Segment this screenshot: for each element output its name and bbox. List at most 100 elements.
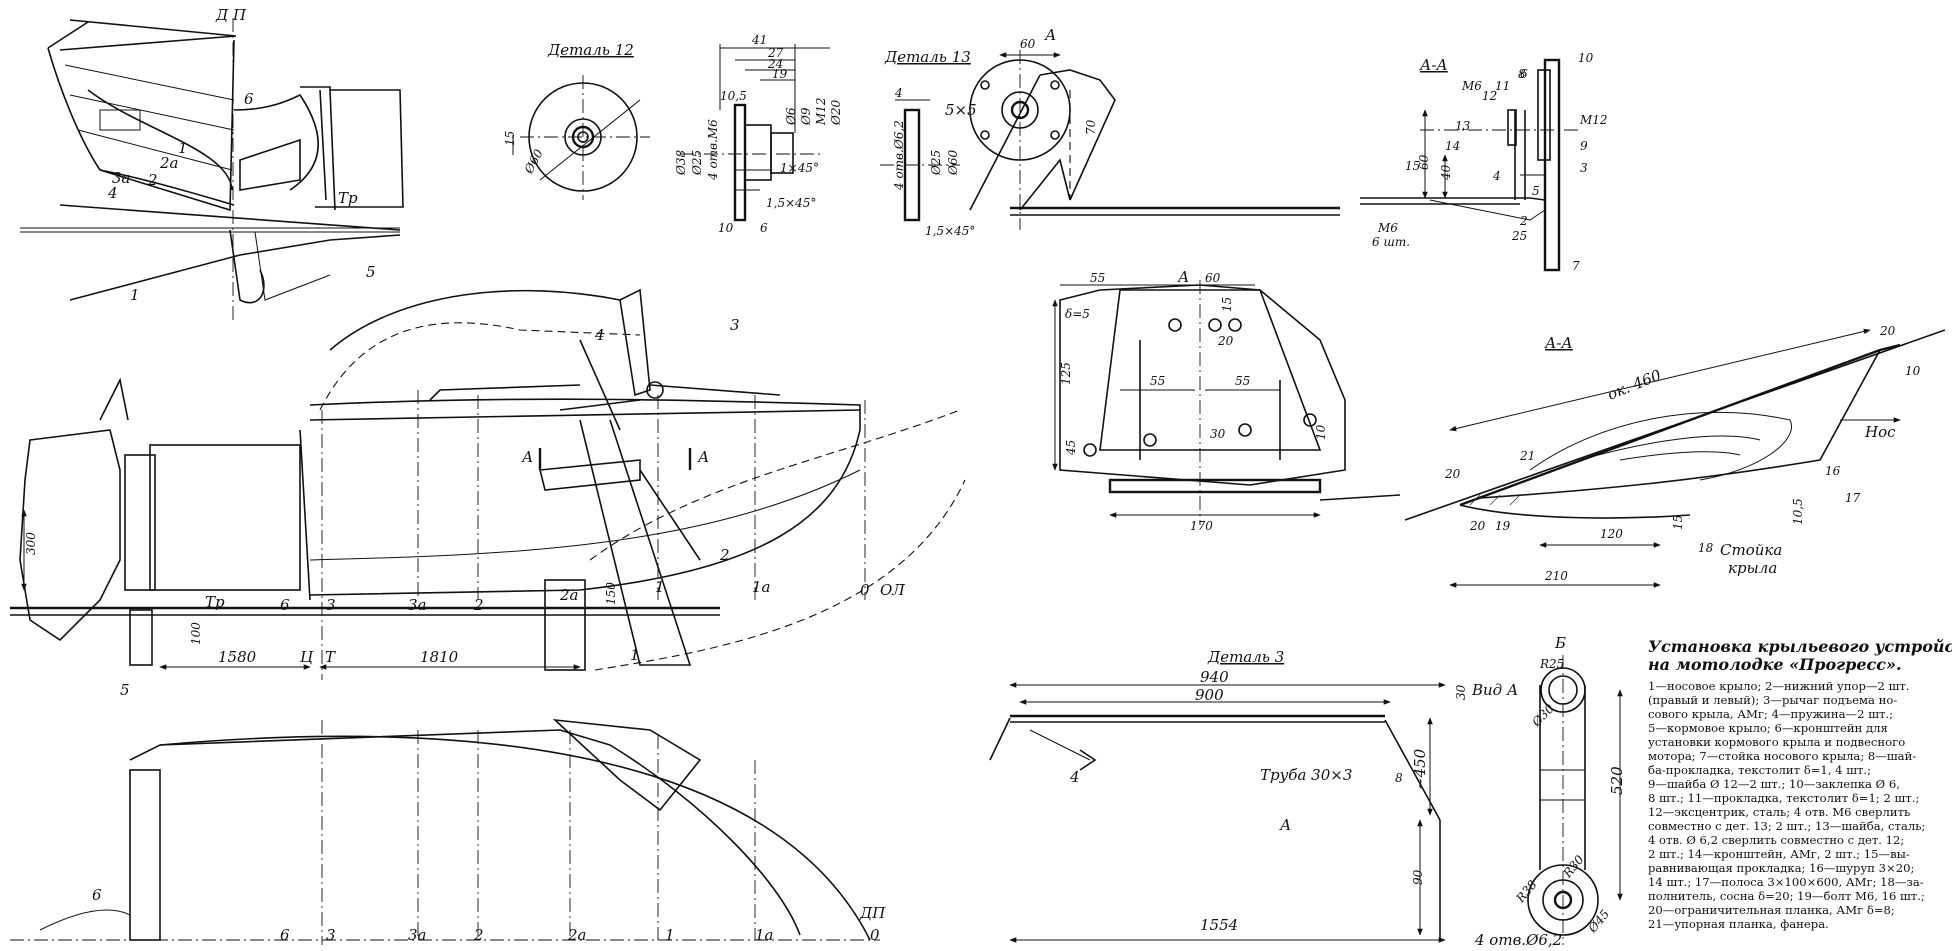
center-plan-view: 55 А 60 δ=5 15 20 55 55 125 45 30 10 170 — [1052, 268, 1401, 533]
cp-125: 125 — [1059, 362, 1073, 385]
caption-line: 14 шт.; 17—полоса 3×100×600, АМг; 18—за- — [1648, 875, 1924, 889]
caption-line: 12—эксцентрик, сталь; 4 отв. М6 сверлить — [1648, 805, 1910, 819]
label-tr: Тр — [205, 593, 225, 611]
d3-a: А — [1279, 816, 1291, 834]
aa-12: 12 — [1482, 89, 1497, 103]
aaw-nos: Нос — [1864, 423, 1896, 441]
d12-m12: M12 — [814, 97, 828, 126]
d12-d6: Ø6 — [784, 107, 798, 126]
d3-90: 90 — [1411, 869, 1425, 885]
aa-9: 9 — [1580, 139, 1588, 153]
d12-d20: Ø20 — [829, 100, 843, 126]
station-1: 1 — [655, 578, 665, 596]
dim-300: 300 — [24, 532, 38, 555]
va-b: Б — [1554, 634, 1566, 652]
va-520: 520 — [1608, 766, 1626, 795]
aa-14: 14 — [1445, 139, 1460, 153]
d12-1x45: 1×45° — [780, 161, 819, 175]
label-2: 2 — [147, 171, 158, 189]
plan-station-2: 2 — [473, 926, 484, 944]
cp-20: 20 — [1217, 334, 1234, 348]
caption-line: полнитель, сосна δ=20; 19—болт М6, 16 шт… — [1648, 889, 1925, 903]
d12-15x45: 1,5×45° — [766, 196, 816, 210]
caption-line: 5—кормовое крыло; 6—кронштейн для — [1648, 721, 1888, 735]
va-r25: R25 — [1539, 657, 1564, 671]
label-4: 4 — [107, 184, 118, 202]
aa-5: 5 — [1532, 184, 1540, 198]
aa-6: 6 — [1520, 67, 1528, 81]
aa-2: 2 — [1519, 214, 1528, 228]
ct-a: А — [1044, 26, 1056, 44]
aaw-stoika: Стойка — [1720, 541, 1782, 559]
cp-15: 15 — [1220, 297, 1234, 312]
station-3: 3 — [326, 596, 336, 614]
ct-60: 60 — [1020, 37, 1036, 51]
label-t: Т — [325, 648, 336, 666]
label-1: 1 — [178, 139, 188, 157]
center-top-view: А 60 5×5 70 — [945, 26, 1340, 230]
section-aa-wing: А-А 20 ок. 460 10 Нос 20 21 16 17 20 19 … — [1404, 324, 1946, 588]
station-3a: 3а — [408, 596, 427, 614]
label-a-left: А — [521, 448, 533, 466]
aa-wing-title: А-А — [1544, 334, 1573, 352]
section-aa-top: А-А М6 8 11 12 10 13 14 15 60 40 4 5 25 … — [1360, 51, 1608, 273]
caption-line: 8 шт.; 11—прокладка, текстолит δ=1; 2 шт… — [1648, 791, 1919, 805]
cp-170: 170 — [1190, 519, 1213, 533]
aa-11: 11 — [1495, 79, 1510, 93]
label-4: 4 — [594, 326, 605, 344]
aa-3: 3 — [1580, 161, 1588, 175]
aa-60: 60 — [1417, 154, 1431, 170]
d3-title: Деталь 3 — [1207, 648, 1284, 666]
dim-150: 150 — [604, 582, 618, 605]
plan-part-6: 6 — [92, 886, 102, 904]
caption-line: равнивающая прокладка; 16—шуруп 3×20; — [1648, 861, 1914, 875]
caption-line: мотора; 7—стойка носового крыла; 8—шай- — [1648, 749, 1916, 763]
detail-3: Деталь 3 940 900 30 4 Труба 30×3 А 8 ~45… — [989, 648, 1468, 943]
label-5: 5 — [366, 263, 376, 281]
aaw-18: 18 — [1698, 541, 1714, 555]
cp-55c: 55 — [1235, 374, 1250, 388]
label-c: Ц — [300, 648, 314, 666]
aaw-21: 21 — [1519, 449, 1535, 463]
station-6: 6 — [280, 596, 290, 614]
aaw-19: 19 — [1495, 519, 1511, 533]
aa-13: 13 — [1455, 119, 1471, 133]
caption-line: совместно с дет. 13; 2 шт.; 13—шайба, ст… — [1648, 819, 1925, 833]
label-3a: 3а — [112, 169, 131, 187]
plan-station-1a: 1а — [755, 926, 774, 944]
aa-7: 7 — [1572, 259, 1580, 273]
plan-station-3: 3 — [326, 926, 336, 944]
label-1b: 1 — [130, 286, 140, 304]
dim-100: 100 — [189, 622, 203, 645]
station-2: 2 — [473, 596, 484, 614]
aaw-20a: 20 — [1879, 324, 1896, 338]
d3-8: 8 — [1395, 771, 1403, 785]
aaw-17: 17 — [1845, 491, 1861, 505]
cp-30: 30 — [1210, 427, 1226, 441]
d12-19: 19 — [772, 67, 788, 81]
aa-10: 10 — [1578, 51, 1594, 65]
cp-d5: δ=5 — [1065, 307, 1090, 321]
caption-line: ба-прокладка, текстолит δ=1, 4 шт.; — [1648, 763, 1871, 777]
detail-12: Деталь 12 Ø60 15 41 27 24 19 10,5 Ø6 Ø9 … — [503, 33, 843, 235]
plan-station-1: 1 — [665, 926, 675, 944]
detail13-title: Деталь 13 — [884, 48, 971, 66]
caption-line: 21—упорная планка, фанера. — [1648, 917, 1829, 931]
caption-line: 9—шайба Ø 12—2 шт.; 10—заклепка Ø 6, — [1648, 777, 1900, 791]
plan-station-3a: 3а — [408, 926, 427, 944]
d13-d60: Ø60 — [946, 150, 960, 176]
label-a-right: А — [697, 448, 709, 466]
d12-d38: Ø38 — [674, 150, 688, 176]
label-part-2: 2 — [719, 546, 730, 564]
d12-27: 27 — [767, 46, 784, 60]
caption-line: 4 отв. Ø 6,2 сверлить совместно с дет. 1… — [1648, 833, 1904, 847]
view-a: Вид А Б R25 Ø30 520 R38 R30 Ø45 4 отв.Ø6… — [1471, 634, 1626, 949]
d12-4otv: 4 отв.М6 — [706, 119, 720, 181]
cp-45: 45 — [1064, 440, 1078, 456]
d3-4: 4 — [1069, 768, 1080, 786]
d12-15: 15 — [503, 131, 517, 146]
d3-450: ~450 — [1411, 748, 1429, 790]
top-left-view: Д П Тр 6 1 2а 2 3а 4 5 1 — [20, 6, 404, 320]
label-part-5: 5 — [120, 681, 130, 699]
aa-6sht: 6 шт. — [1372, 235, 1410, 249]
